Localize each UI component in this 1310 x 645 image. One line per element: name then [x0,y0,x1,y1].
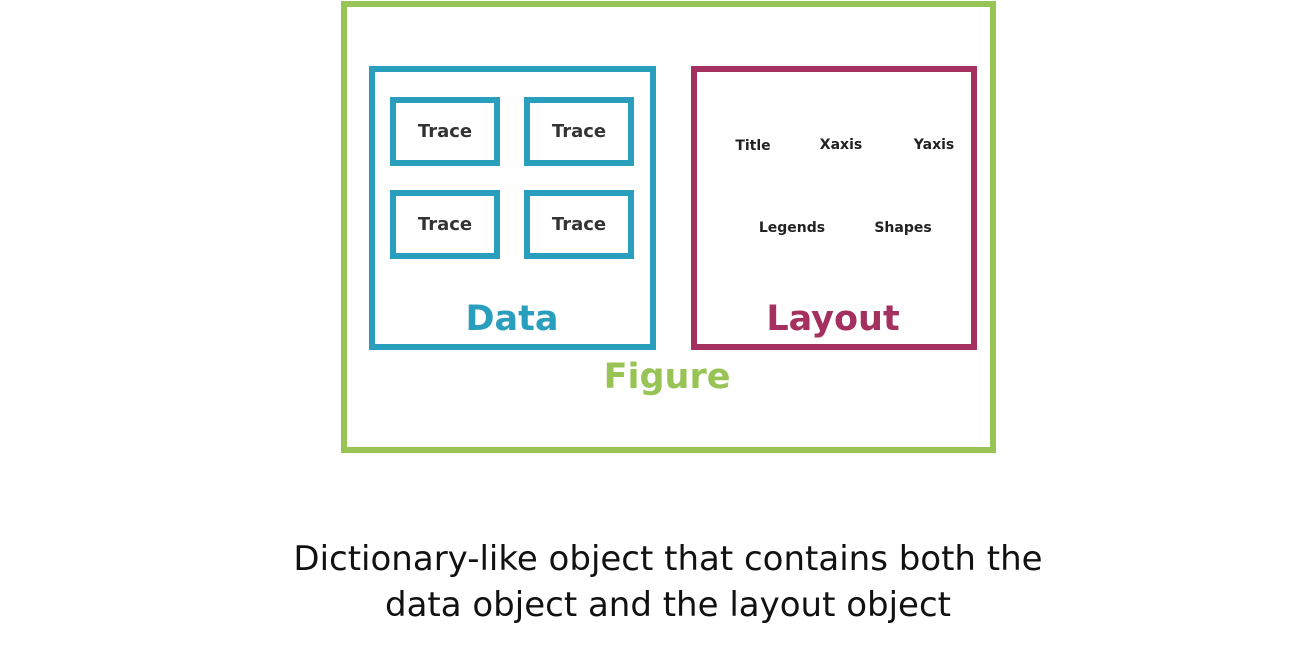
trace-label: Trace [551,121,607,142]
layout-item-xaxis: Xaxis [819,137,863,153]
caption-line-2: data object and the layout object [384,585,951,625]
figure-box [341,1,996,453]
data-label: Data [465,299,559,339]
layout-box [691,66,977,350]
trace-label: Trace [417,214,473,235]
data-box [369,66,656,350]
layout-item-legends: Legends [758,220,826,236]
layout-item-yaxis: Yaxis [913,137,955,153]
caption-line-1: Dictionary-like object that contains bot… [293,539,1043,579]
trace-box-4: Trace [524,190,634,259]
layout-label: Layout [766,299,900,339]
trace-box-1: Trace [390,97,500,166]
figure-label: Figure [603,357,731,397]
trace-label: Trace [417,121,473,142]
caption: Dictionary-like object that contains bot… [0,536,1310,628]
layout-item-title: Title [735,138,771,154]
layout-item-shapes: Shapes [874,220,932,236]
trace-label: Trace [551,214,607,235]
trace-box-2: Trace [524,97,634,166]
trace-box-3: Trace [390,190,500,259]
